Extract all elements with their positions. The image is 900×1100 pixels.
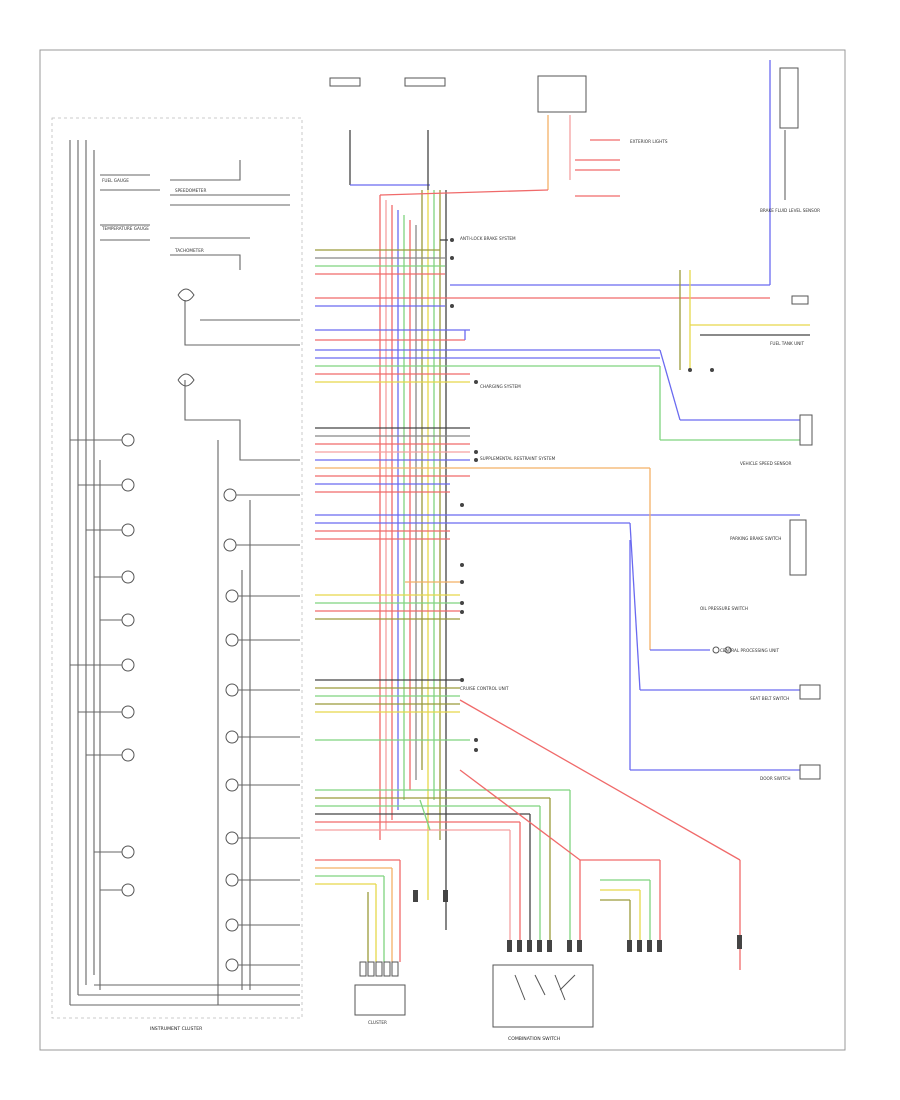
speedometer-label: SPEEDOMETER (175, 188, 206, 193)
harness-bundle (315, 60, 810, 970)
right-components: BRAKE FLUID LEVEL SENSOR FUEL TANK UNIT … (450, 139, 821, 781)
central-processing-label: CENTRAL PROCESSING UNIT (720, 648, 780, 653)
cluster-connector-label: CLUSTER (368, 1020, 387, 1025)
fuel-sender-label: FUEL TANK UNIT (770, 341, 805, 346)
fuel-gauge-label: FUEL GAUGE (102, 178, 129, 183)
instrument-cluster: FUEL GAUGE TEMPERATURE GAUGE SPEEDOMETER… (51, 117, 303, 1032)
door-switch-label: DOOR SWITCH (760, 776, 790, 781)
tachometer-label: TACHOMETER (174, 248, 204, 253)
brake-sensor-label: BRAKE FLUID LEVEL SENSOR (760, 208, 820, 213)
top-components (329, 67, 799, 200)
airbag-label: SUPPLEMENTAL RESTRAINT SYSTEM (480, 456, 556, 461)
abs-label: ANTI-LOCK BRAKE SYSTEM (460, 236, 516, 241)
combination-switch-label: COMBINATION SWITCH (508, 1036, 560, 1042)
bottom-connectors: CLUSTER COMBINATION SWITCH (354, 890, 742, 1042)
seat-belt-label: SEAT BELT SWITCH (750, 696, 789, 701)
temp-gauge-label: TEMPERATURE GAUGE (101, 226, 149, 231)
cruise-label: CRUISE CONTROL UNIT (460, 686, 509, 691)
park-brake-label: PARKING BRAKE SWITCH (730, 536, 781, 541)
instrument-cluster-label: INSTRUMENT CLUSTER (150, 1026, 203, 1032)
vehicle-speed-sensor-label: VEHICLE SPEED SENSOR (740, 461, 792, 466)
exterior-lights-label: EXTERIOR LIGHTS (630, 139, 668, 144)
oil-pressure-label: OIL PRESSURE SWITCH (700, 606, 748, 611)
charging-label: CHARGING SYSTEM (480, 384, 521, 389)
diagram-frame (39, 49, 846, 1051)
